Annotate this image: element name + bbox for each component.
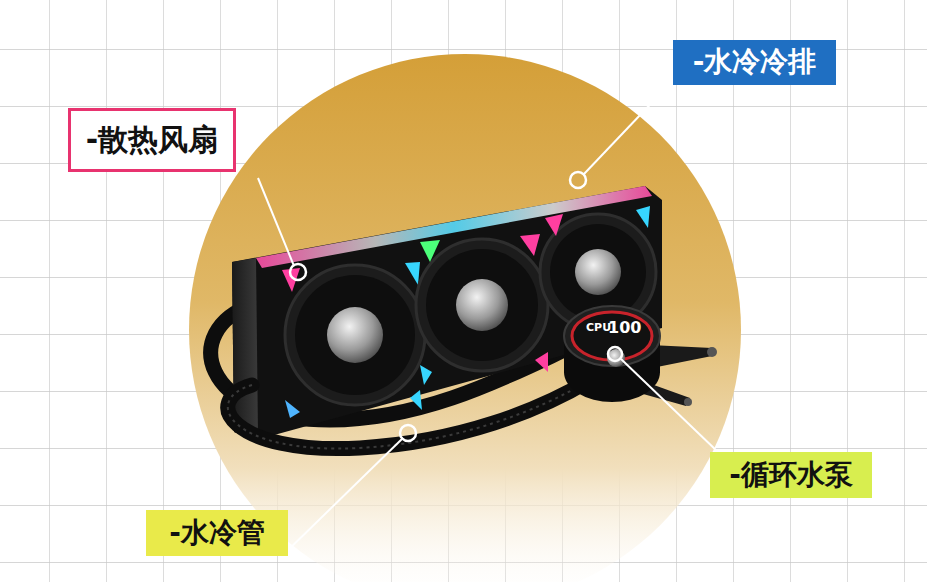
leader-dot bbox=[290, 172, 622, 441]
gold-circle bbox=[189, 54, 741, 582]
callout-text: -循环水泵 bbox=[729, 459, 853, 491]
callout-box: -水冷管 bbox=[146, 510, 288, 556]
pump bbox=[564, 306, 717, 406]
tube bbox=[228, 380, 590, 449]
tube-sleeve bbox=[228, 380, 590, 449]
callout-box: -水冷冷排 bbox=[673, 40, 836, 85]
callout-text: -水冷管 bbox=[169, 517, 265, 549]
screen-text: CPU bbox=[586, 322, 611, 333]
fan bbox=[282, 262, 425, 418]
callout-text: -水冷冷排 bbox=[693, 46, 817, 78]
callout-text: -散热风扇 bbox=[86, 123, 218, 158]
callout-box: -循环水泵 bbox=[710, 452, 872, 498]
fan bbox=[416, 234, 548, 385]
screen-text: 100 bbox=[608, 320, 641, 336]
callout-box: -散热风扇 bbox=[68, 108, 236, 172]
radiator bbox=[232, 186, 662, 440]
leader-line bbox=[258, 92, 718, 556]
